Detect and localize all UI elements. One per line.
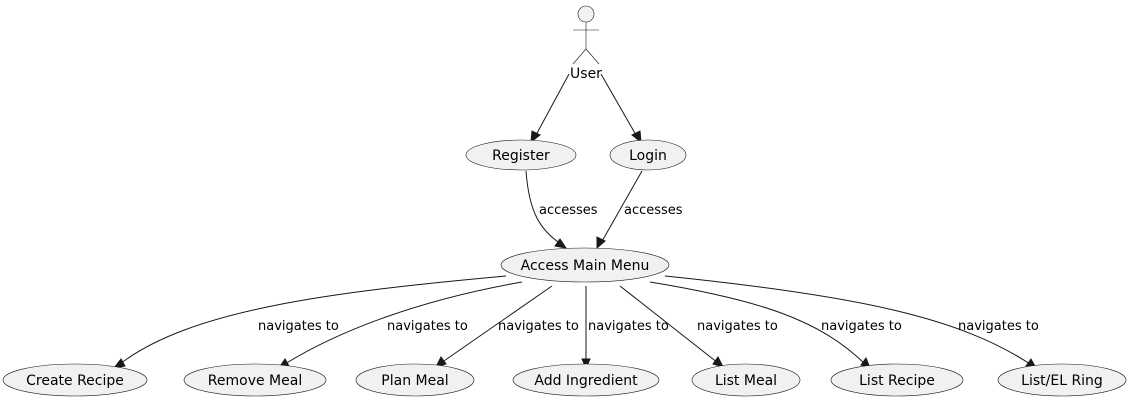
svg-text:Access Main Menu: Access Main Menu bbox=[521, 258, 650, 274]
svg-text:Add Ingredient: Add Ingredient bbox=[534, 373, 638, 389]
edge-user-register bbox=[530, 73, 570, 144]
edge-label-navigates-to: navigates to bbox=[387, 319, 468, 334]
edge-mainmenu-create-recipe: navigates to bbox=[112, 275, 507, 369]
svg-text:Register: Register bbox=[492, 148, 550, 164]
edge-label-navigates-to: navigates to bbox=[821, 319, 902, 334]
svg-text:List Recipe: List Recipe bbox=[859, 373, 935, 389]
edge-label-navigates-to: navigates to bbox=[958, 319, 1039, 334]
usecase-register[interactable]: Register bbox=[465, 139, 577, 171]
svg-text:Remove Meal: Remove Meal bbox=[208, 373, 302, 389]
svg-text:List Meal: List Meal bbox=[715, 373, 777, 389]
edge-mainmenu-add-ingredient: navigates to bbox=[581, 286, 669, 370]
svg-text:List/EL Ring: List/EL Ring bbox=[1021, 373, 1103, 389]
edge-mainmenu-plan-meal: navigates to bbox=[435, 285, 579, 368]
edge-mainmenu-list-meal: navigates to bbox=[619, 285, 778, 368]
edge-login-mainmenu: accesses bbox=[596, 170, 683, 250]
usecase-list-el-ring[interactable]: List/EL Ring bbox=[997, 363, 1127, 397]
usecase-login[interactable]: Login bbox=[609, 139, 687, 171]
actor-user: User bbox=[570, 5, 602, 82]
actor-head bbox=[577, 5, 595, 23]
usecase-list-recipe[interactable]: List Recipe bbox=[830, 363, 964, 397]
edge-mainmenu-list-recipe: navigates to bbox=[649, 281, 902, 369]
usecase-create-recipe[interactable]: Create Recipe bbox=[2, 363, 148, 397]
usecase-remove-meal[interactable]: Remove Meal bbox=[183, 363, 327, 397]
edge-label-navigates-to: navigates to bbox=[697, 319, 778, 334]
edge-label-accesses: accesses bbox=[539, 203, 598, 218]
usecase-access-main-menu[interactable]: Access Main Menu bbox=[500, 247, 670, 283]
svg-text:Create Recipe: Create Recipe bbox=[26, 373, 124, 389]
edge-label-accesses: accesses bbox=[624, 203, 683, 218]
edge-label-navigates-to: navigates to bbox=[498, 319, 579, 334]
svg-text:Plan Meal: Plan Meal bbox=[381, 373, 448, 389]
usecase-plan-meal[interactable]: Plan Meal bbox=[355, 363, 475, 397]
usecase-list-meal[interactable]: List Meal bbox=[691, 363, 801, 397]
usecase-add-ingredient[interactable]: Add Ingredient bbox=[512, 363, 660, 397]
edge-label-navigates-to: navigates to bbox=[258, 319, 339, 334]
edge-label-navigates-to: navigates to bbox=[588, 319, 669, 334]
svg-text:Login: Login bbox=[629, 148, 667, 164]
edge-user-login bbox=[600, 73, 642, 144]
edge-register-mainmenu: accesses bbox=[525, 170, 598, 249]
actor-label: User bbox=[570, 66, 602, 82]
